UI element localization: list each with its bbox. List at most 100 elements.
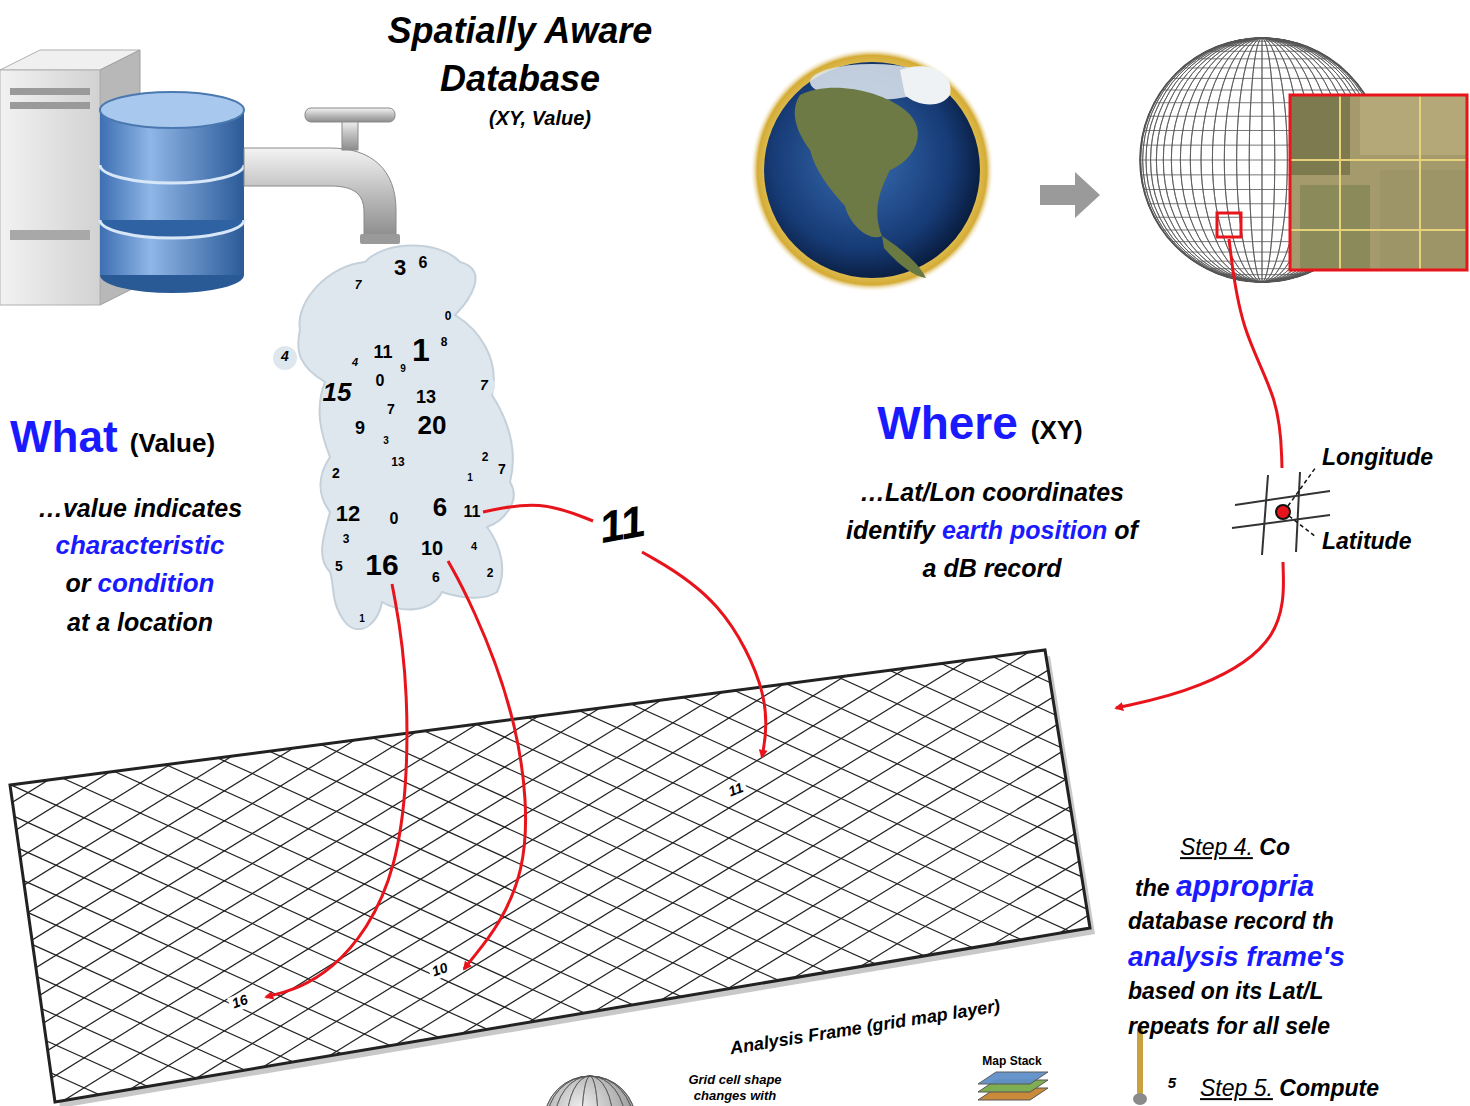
data-value-line: 6 bbox=[419, 254, 428, 272]
description-line: …Lat/Lon coordinates bbox=[860, 478, 1124, 506]
description-line: identifyearth positionof bbox=[846, 516, 1138, 544]
latitude-line bbox=[1235, 491, 1330, 505]
data-value: 7 bbox=[387, 402, 395, 418]
data-value: 15 bbox=[323, 378, 352, 407]
grid-line bbox=[0, 578, 1100, 1106]
data-value: 1 bbox=[412, 333, 430, 369]
data-value-line: 6 bbox=[432, 570, 440, 586]
grid-lines bbox=[0, 0, 1100, 1106]
meridian bbox=[547, 1076, 633, 1106]
grid-line bbox=[0, 210, 1100, 705]
cell-value: 11 bbox=[724, 779, 749, 801]
data-value: 7 bbox=[355, 279, 362, 292]
step-text: Step 5. bbox=[1200, 1076, 1273, 1102]
step-text: appropria bbox=[1176, 869, 1314, 903]
map-stack-layer bbox=[978, 1072, 1048, 1084]
data-value-line: 11 bbox=[373, 342, 392, 362]
description-line: a dB record bbox=[923, 554, 1062, 582]
grid-line bbox=[0, 848, 1100, 1106]
grid-line bbox=[0, 390, 1100, 885]
grid-line bbox=[0, 938, 1100, 1106]
inset-map bbox=[1290, 95, 1468, 270]
data-value-line: 13 bbox=[391, 456, 404, 469]
parallel bbox=[1162, 90, 1362, 91]
axis-label: Latitude bbox=[1322, 529, 1411, 555]
grid-line bbox=[0, 150, 1100, 645]
grid-line bbox=[0, 548, 1100, 1106]
data-value-line: 3 bbox=[383, 435, 389, 446]
longitude-line bbox=[1296, 472, 1300, 552]
description: at a location bbox=[67, 608, 213, 636]
description-line: at a location bbox=[67, 608, 213, 636]
grid-line bbox=[0, 0, 1100, 255]
description: …value indicates bbox=[38, 494, 242, 522]
data-value-line: 15 bbox=[323, 378, 352, 407]
data-value: 0 bbox=[376, 372, 385, 390]
meridian bbox=[582, 1076, 598, 1106]
icon-caption: Map Stack bbox=[982, 1055, 1041, 1068]
step-text: Compute bbox=[1279, 1076, 1379, 1102]
data-value: 3 bbox=[383, 435, 389, 446]
grid-line bbox=[0, 0, 1100, 315]
description: condition bbox=[98, 569, 215, 598]
grid-line bbox=[0, 1020, 1100, 1106]
step-text: Step 4. bbox=[1180, 835, 1253, 861]
description: earth position bbox=[942, 516, 1107, 544]
data-value-line: 1 bbox=[467, 472, 473, 483]
description: a dB record bbox=[923, 554, 1062, 582]
parallel bbox=[1235, 278, 1290, 279]
data-value-line: 11 bbox=[464, 503, 481, 521]
grid-line bbox=[0, 90, 1100, 585]
parallel bbox=[1171, 78, 1352, 79]
grid-line bbox=[0, 8, 1100, 690]
cell-value-line: 11 bbox=[724, 779, 749, 801]
data-value-line: 9 bbox=[355, 418, 365, 438]
grid-sphere-icon bbox=[544, 1076, 636, 1106]
step-text: database record th bbox=[1128, 909, 1334, 935]
meridian bbox=[555, 1076, 625, 1106]
data-value: 7 bbox=[480, 378, 488, 394]
data-value: 5 bbox=[335, 559, 343, 575]
map-road bbox=[1339, 95, 1341, 270]
grid-line bbox=[0, 0, 1100, 435]
grid-line bbox=[0, 248, 1100, 930]
data-value-line: 10 bbox=[421, 537, 443, 559]
red-arrow bbox=[1229, 239, 1282, 468]
data-value: 0 bbox=[445, 310, 452, 323]
db-ring-line bbox=[100, 165, 244, 183]
red-arrows bbox=[266, 239, 1283, 997]
data-splash bbox=[298, 246, 513, 630]
icon-caption-line: changes with bbox=[694, 1089, 776, 1104]
step-text: based on its Lat/L bbox=[1128, 979, 1324, 1005]
grid-line bbox=[0, 750, 1100, 1106]
grid-line bbox=[0, 450, 1100, 945]
grid-line bbox=[0, 30, 1100, 525]
map-field bbox=[1360, 95, 1468, 155]
description: of bbox=[1114, 516, 1138, 544]
grid-line bbox=[0, 660, 1100, 1106]
grid-line bbox=[0, 0, 1100, 600]
data-value-line: 16 bbox=[365, 548, 398, 582]
earth-globe bbox=[764, 62, 980, 278]
location-dot bbox=[1276, 505, 1290, 519]
description: identify bbox=[846, 516, 935, 544]
grid-sphere-lines bbox=[544, 1076, 636, 1106]
red-arrow bbox=[266, 584, 407, 997]
data-value-line: 1 bbox=[412, 333, 430, 369]
red-arrow bbox=[448, 561, 526, 969]
description-line: orcondition bbox=[66, 569, 215, 598]
data-value: 20 bbox=[418, 411, 447, 440]
zoom-square bbox=[1217, 213, 1241, 237]
db-top bbox=[100, 92, 244, 128]
data-value-line: 7 bbox=[355, 279, 362, 292]
frame-label-line: Analysis Frame (grid map layer) bbox=[729, 996, 1002, 1059]
grid-line bbox=[0, 600, 1100, 1095]
step-text: analysis frame's bbox=[1128, 941, 1345, 972]
splash-drop bbox=[473, 375, 495, 397]
parallel bbox=[1249, 38, 1275, 39]
grid-line bbox=[0, 360, 1100, 855]
leader-line bbox=[1289, 516, 1316, 537]
data-value: 6 bbox=[432, 570, 440, 586]
transform-arrow bbox=[1040, 172, 1100, 218]
meridian bbox=[567, 1076, 613, 1106]
